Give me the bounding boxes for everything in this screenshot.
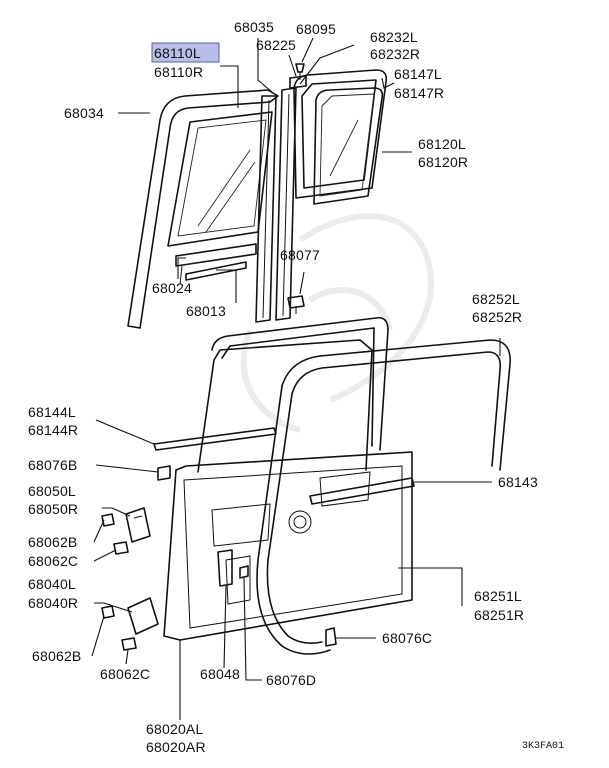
label-68252L: 68252L: [472, 291, 520, 307]
label-68147L: 68147L: [394, 66, 442, 82]
label-68020AL: 68020AL: [146, 721, 203, 737]
label-68095: 68095: [296, 21, 336, 37]
label-68048: 68048: [200, 666, 240, 682]
label-68076C: 68076C: [382, 630, 432, 646]
label-68040R: 68040R: [28, 595, 78, 611]
leader-lines: [91, 37, 501, 720]
door-glass-assembly: [127, 63, 388, 329]
label-68147R: 68147R: [394, 85, 444, 101]
label-68252R: 68252R: [472, 309, 522, 325]
door-shell-assembly: [153, 316, 511, 655]
label-68062C-lower: 68062C: [100, 666, 150, 682]
label-68144L: 68144L: [28, 404, 76, 420]
hinge-parts: [101, 507, 159, 651]
label-68040L: 68040L: [28, 576, 76, 592]
label-68062C-upper: 68062C: [28, 553, 78, 569]
label-68050R: 68050R: [28, 501, 78, 517]
label-68251L: 68251L: [474, 588, 522, 604]
label-68232R: 68232R: [370, 46, 420, 62]
highlight-box: [151, 42, 220, 63]
label-68143: 68143: [498, 474, 538, 490]
label-68013: 68013: [186, 303, 226, 319]
label-68076D: 68076D: [266, 672, 316, 688]
label-68232L: 68232L: [370, 29, 418, 45]
label-68062B-upper: 68062B: [28, 534, 77, 550]
label-68024: 68024: [152, 280, 192, 296]
label-68225: 68225: [256, 37, 296, 53]
label-68251R: 68251R: [474, 607, 524, 623]
part-labels: 68035 68095 68225 68232L 68232R 68110L 6…: [28, 19, 564, 755]
label-68144R: 68144R: [28, 422, 78, 438]
label-68050L: 68050L: [28, 483, 76, 499]
label-68076B: 68076B: [28, 457, 77, 473]
label-68110R: 68110R: [154, 64, 203, 80]
label-68120L: 68120L: [418, 136, 466, 152]
label-68110L: 68110L: [154, 45, 201, 61]
label-68077: 68077: [280, 247, 320, 263]
label-68120R: 68120R: [418, 154, 468, 170]
label-68020AR: 68020AR: [146, 739, 206, 755]
label-68062B-lower: 68062B: [32, 648, 81, 664]
diagram-code: 3K3FA01: [522, 741, 564, 752]
label-68034: 68034: [64, 105, 104, 121]
label-68035: 68035: [234, 19, 274, 35]
